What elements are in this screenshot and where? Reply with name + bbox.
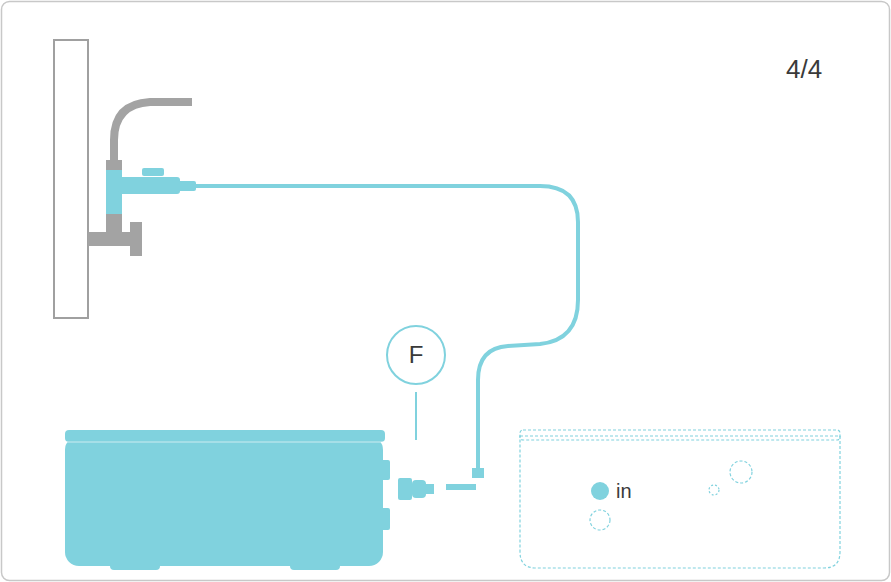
device-body: [65, 436, 383, 566]
port-label: in: [616, 480, 632, 503]
tube-fitting: [472, 468, 484, 478]
water-tube: [196, 186, 578, 470]
tee-fitting: [178, 181, 196, 191]
device-foot: [110, 560, 160, 570]
device-back-lid: [520, 430, 840, 440]
device-lid: [65, 430, 385, 442]
connector-f-nut: [412, 480, 426, 498]
wall-panel: [54, 40, 88, 318]
connector-f: [398, 478, 412, 500]
port-outline: [709, 485, 719, 495]
callout-letter: F: [409, 341, 424, 369]
tee-handle: [142, 168, 164, 176]
port-outline: [590, 510, 610, 530]
port-outline: [730, 461, 752, 483]
page-number: 4/4: [786, 54, 822, 85]
leader-line: [415, 392, 417, 440]
valve-knob: [130, 222, 142, 256]
device-back-outline: [520, 436, 840, 568]
device-port: [380, 508, 390, 530]
valve-stem: [106, 212, 122, 234]
tee-branch: [118, 177, 180, 194]
tube-elbow: [446, 484, 476, 490]
hose-nut: [106, 160, 122, 170]
inlet-port: [591, 482, 609, 500]
lid-seam: [66, 442, 384, 443]
device-port: [380, 460, 390, 480]
device-foot: [290, 560, 340, 570]
connector-f-tip: [426, 484, 434, 494]
supply-hose: [114, 102, 192, 168]
callout-circle: F: [386, 325, 446, 385]
